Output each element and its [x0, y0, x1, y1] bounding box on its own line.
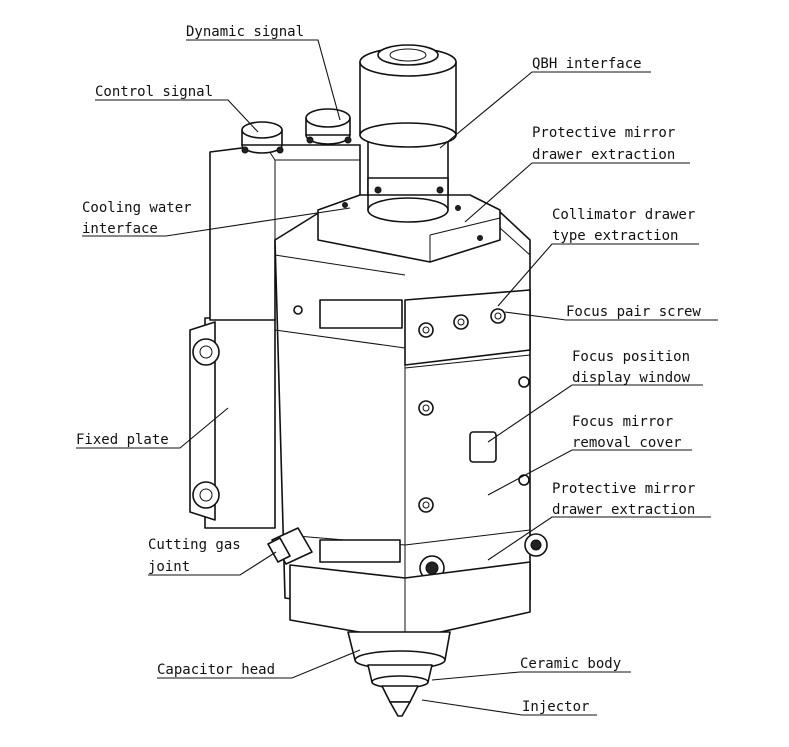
- lower-housing: [289, 561, 531, 641]
- label-protective-mirror-top-line1: Protective mirror: [532, 125, 675, 141]
- label-qbh-interface: QBH interface: [532, 56, 642, 72]
- focus-window: [469, 431, 497, 463]
- label-protective-mirror-bottom-line1: Protective mirror: [552, 481, 695, 497]
- label-collimator-drawer-line1: Collimator drawer: [552, 207, 695, 223]
- label-protective-mirror-bottom-line2: drawer extraction: [552, 502, 695, 518]
- label-fixed-plate: Fixed plate: [76, 432, 169, 448]
- label-focus-position-line1: Focus position: [572, 349, 690, 365]
- nozzle-assembly: [347, 631, 451, 717]
- label-focus-mirror-line2: removal cover: [572, 435, 682, 451]
- label-focus-position-line2: display window: [572, 370, 691, 386]
- label-protective-mirror-top-line2: drawer extraction: [532, 147, 675, 163]
- label-dynamic-signal: Dynamic signal: [186, 24, 304, 40]
- label-control-signal: Control signal: [95, 84, 213, 100]
- cutting-head-drawing: [189, 44, 548, 717]
- label-focus-pair-screw: Focus pair screw: [566, 304, 701, 320]
- label-cutting-gas-line2: joint: [148, 559, 190, 575]
- label-collimator-drawer-line2: type extraction: [552, 228, 678, 244]
- labels: Dynamic signal Control signal QBH interf…: [76, 24, 701, 715]
- label-focus-mirror-line1: Focus mirror: [572, 414, 673, 430]
- cutting-gas-joint: [267, 527, 401, 565]
- leader-lines: [76, 39, 718, 716]
- body-screws: [293, 305, 530, 513]
- label-ceramic-body: Ceramic body: [520, 656, 621, 672]
- label-cooling-water-line2: interface: [82, 221, 158, 237]
- qbh-interface: [359, 44, 457, 223]
- main-body: [274, 211, 531, 616]
- label-cooling-water-line1: Cooling water: [82, 200, 192, 216]
- label-cutting-gas-line1: Cutting gas: [148, 537, 241, 553]
- dynamic-signal-connector: [305, 108, 352, 145]
- control-signal-connector: [241, 121, 284, 154]
- label-injector: Injector: [522, 699, 589, 715]
- label-capacitor-head: Capacitor head: [157, 662, 275, 678]
- fixed-plate: [189, 317, 276, 529]
